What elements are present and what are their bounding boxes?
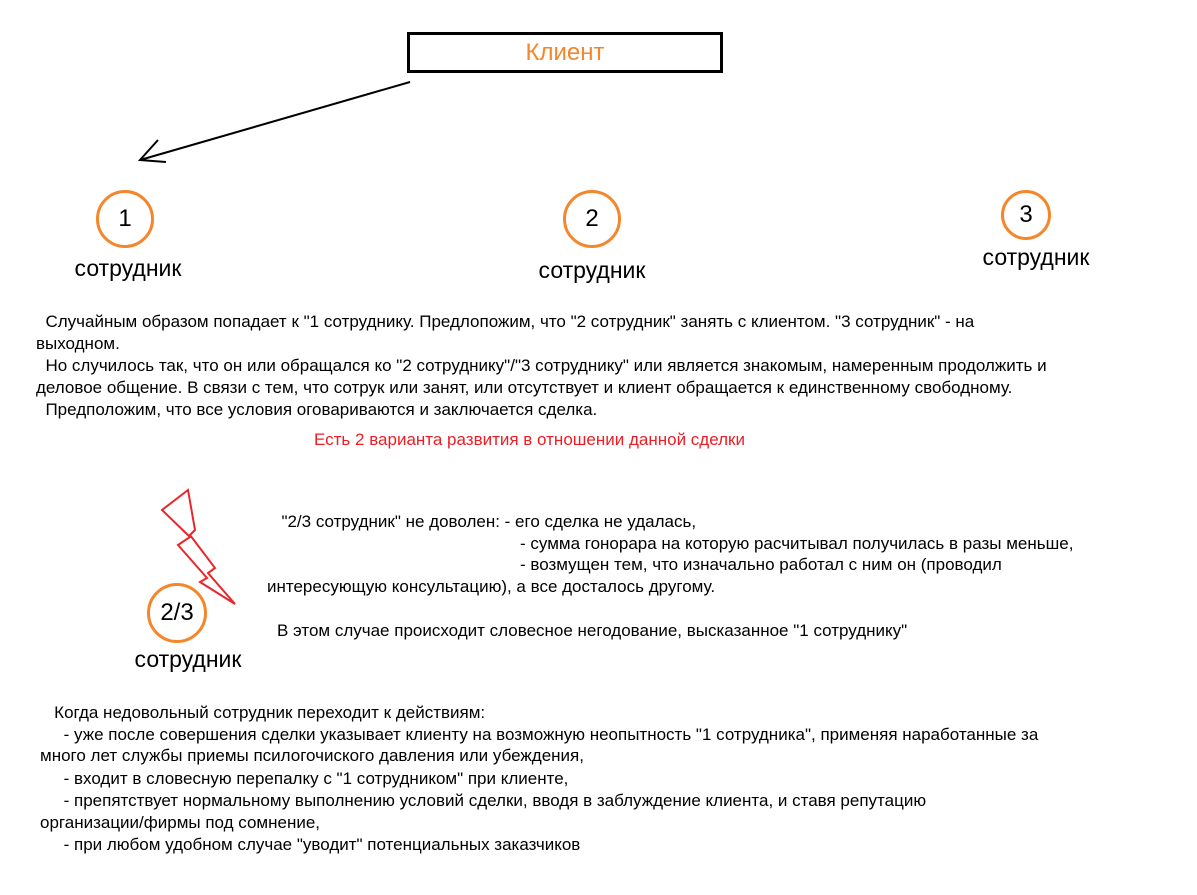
employee-number: 2 (585, 205, 599, 232)
text-line: деловое общение. В связи с тем, что сотр… (36, 378, 1013, 397)
client-label: Клиент (525, 38, 605, 66)
employee-number: 2/3 (160, 599, 194, 626)
employee-3-circle: 3 (1001, 190, 1051, 240)
text-line: организации/фирмы под сомнение, (40, 813, 321, 832)
text-line: - препятствует нормальному выполнению ус… (40, 791, 927, 810)
text-line: выходном. (36, 334, 120, 353)
text-line: интересующую консультацию), а все достал… (267, 577, 716, 596)
employee-2-circle: 2 (563, 190, 621, 248)
employee-number: 3 (1019, 201, 1033, 228)
employee-3-label: сотрудник (982, 244, 1090, 270)
lightning-bolt-icon (160, 488, 236, 605)
text-line: много лет службы приемы псилогочиского д… (40, 746, 584, 765)
employee-2-3-label: сотрудник (134, 646, 242, 672)
text-line: - сумма гонорара на которую расчитывал п… (520, 534, 1074, 553)
employee-1-circle: 1 (96, 190, 154, 248)
employee-number: 1 (118, 205, 132, 232)
text-line: "2/3 сотрудник" не доволен: - его сделка… (272, 512, 697, 531)
text-line: Предположим, что все условия оговаривают… (36, 400, 598, 419)
employee-2-label: сотрудник (538, 257, 646, 283)
arrow-icon (137, 81, 411, 163)
text-line: - входит в словесную перепалку с "1 сотр… (40, 769, 569, 788)
client-box: Клиент (407, 32, 723, 73)
text-line: - уже после совершения сделки указывает … (40, 725, 1039, 744)
consequence-text: В этом случае происходит словесное негод… (277, 621, 908, 640)
employee-1-label: сотрудник (74, 255, 182, 281)
text-line: - при любом удобном случае "уводит" поте… (40, 835, 581, 854)
highlight-text: Есть 2 варианта развития в отношении дан… (314, 430, 745, 449)
text-line: - возмущен тем, что изначально работал с… (520, 555, 1002, 574)
text-line: Но случилось так, что он или обращался к… (36, 356, 1047, 375)
text-line: Случайным образом попадает к "1 сотрудни… (36, 312, 975, 331)
text-line: Когда недовольный сотрудник переходит к … (40, 703, 486, 722)
employee-2-3-circle: 2/3 (147, 583, 207, 643)
